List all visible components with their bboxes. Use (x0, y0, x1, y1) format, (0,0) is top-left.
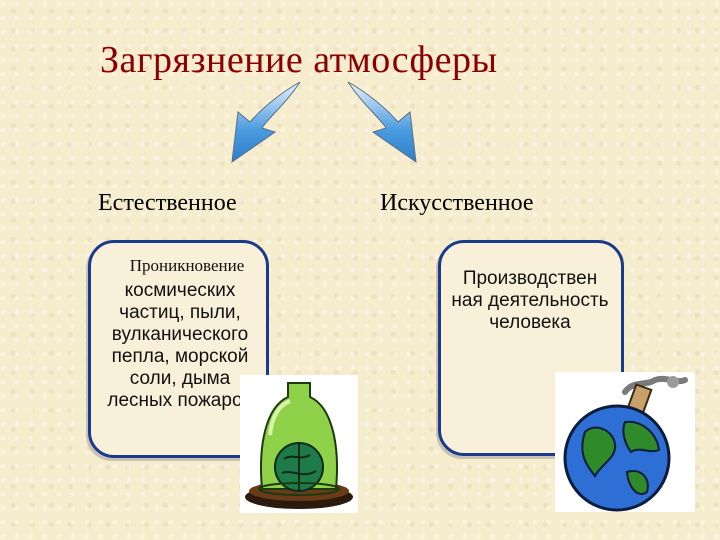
globe-with-smokestack-icon (555, 372, 695, 512)
right-arrow-icon (347, 81, 417, 164)
natural-box-heading: Проникновение (129, 256, 245, 275)
category-artificial: Искусственное (380, 190, 534, 216)
globe-under-glass-dome-icon (240, 375, 358, 513)
natural-box (88, 240, 269, 458)
left-arrow-icon (231, 81, 301, 164)
diagram-title: Загрязнение атмосферы (100, 39, 498, 81)
natural-box-text: космических частиц, пыли, вулканического… (107, 280, 253, 411)
artificial-box-text: Производствен ная деятельность человека (451, 268, 609, 333)
category-natural: Естественное (98, 190, 237, 216)
